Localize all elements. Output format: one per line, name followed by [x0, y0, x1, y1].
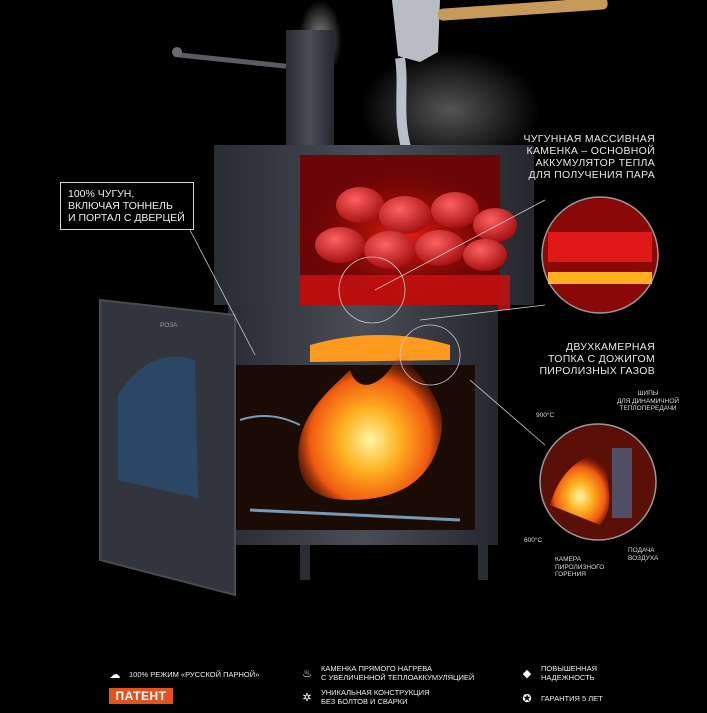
medal-icon: ✪: [522, 693, 532, 705]
steam-icon: ☁: [109, 669, 121, 681]
flame: [298, 350, 442, 500]
air-flow: [249, 508, 461, 522]
feature-russian-steam: ☁ 100% РЕЖИМ «РУССКОЙ ПАРНОЙ»: [109, 669, 260, 681]
door-brand: РОЗА: [160, 322, 178, 329]
stones: [315, 187, 517, 271]
gear-icon: ✲: [302, 691, 312, 704]
leader-lines: [189, 199, 546, 446]
label-air-supply: ПОДАЧА ВОЗДУХА: [628, 547, 659, 562]
label-pyrolysis-chamber: КАМЕРА ПИРОЛИЗНОГО ГОРЕНИЯ: [555, 556, 605, 578]
label-spikes: ШИПЫ ДЛЯ ДИНАМИЧНОЙ ТЕПЛОПЕРЕДАЧИ: [616, 390, 680, 412]
feature-warranty: ✪ ГАРАНТИЯ 5 ЛЕТ: [520, 693, 602, 705]
patent-badge: ПАТЕНТ: [109, 688, 173, 704]
door-window: [118, 356, 198, 498]
stove-leg: [300, 545, 310, 580]
damper-rod: [174, 52, 287, 69]
detail-circle-spikes-view: [541, 196, 659, 314]
ladle-handle: [437, 0, 608, 21]
upper-chamber-flame: [310, 335, 450, 362]
callout-firebox: ДВУХКАМЕРНАЯ ТОПКА С ДОЖИГОМ ПИРОЛИЗНЫХ …: [539, 341, 655, 377]
air-flow: [239, 415, 301, 426]
stove-leg: [478, 545, 488, 580]
label-temp-high: 900°C: [536, 412, 555, 419]
detail-circle-pyrolysis-view: [539, 423, 657, 541]
callout-cast-iron: 100% ЧУГУН, ВКЛЮЧАЯ ТОННЕЛЬ И ПОРТАЛ С Д…: [60, 182, 194, 230]
damper-knob: [172, 47, 182, 57]
label-temp-low: 600°C: [524, 537, 543, 544]
diamond-icon: ◆: [522, 667, 532, 680]
ladle: [392, 0, 440, 62]
flame-icon: ♨: [302, 667, 312, 680]
callout-stone-chamber: ЧУГУННАЯ МАССИВНАЯ КАМЕНКА – ОСНОВНОЙ АК…: [523, 133, 655, 181]
